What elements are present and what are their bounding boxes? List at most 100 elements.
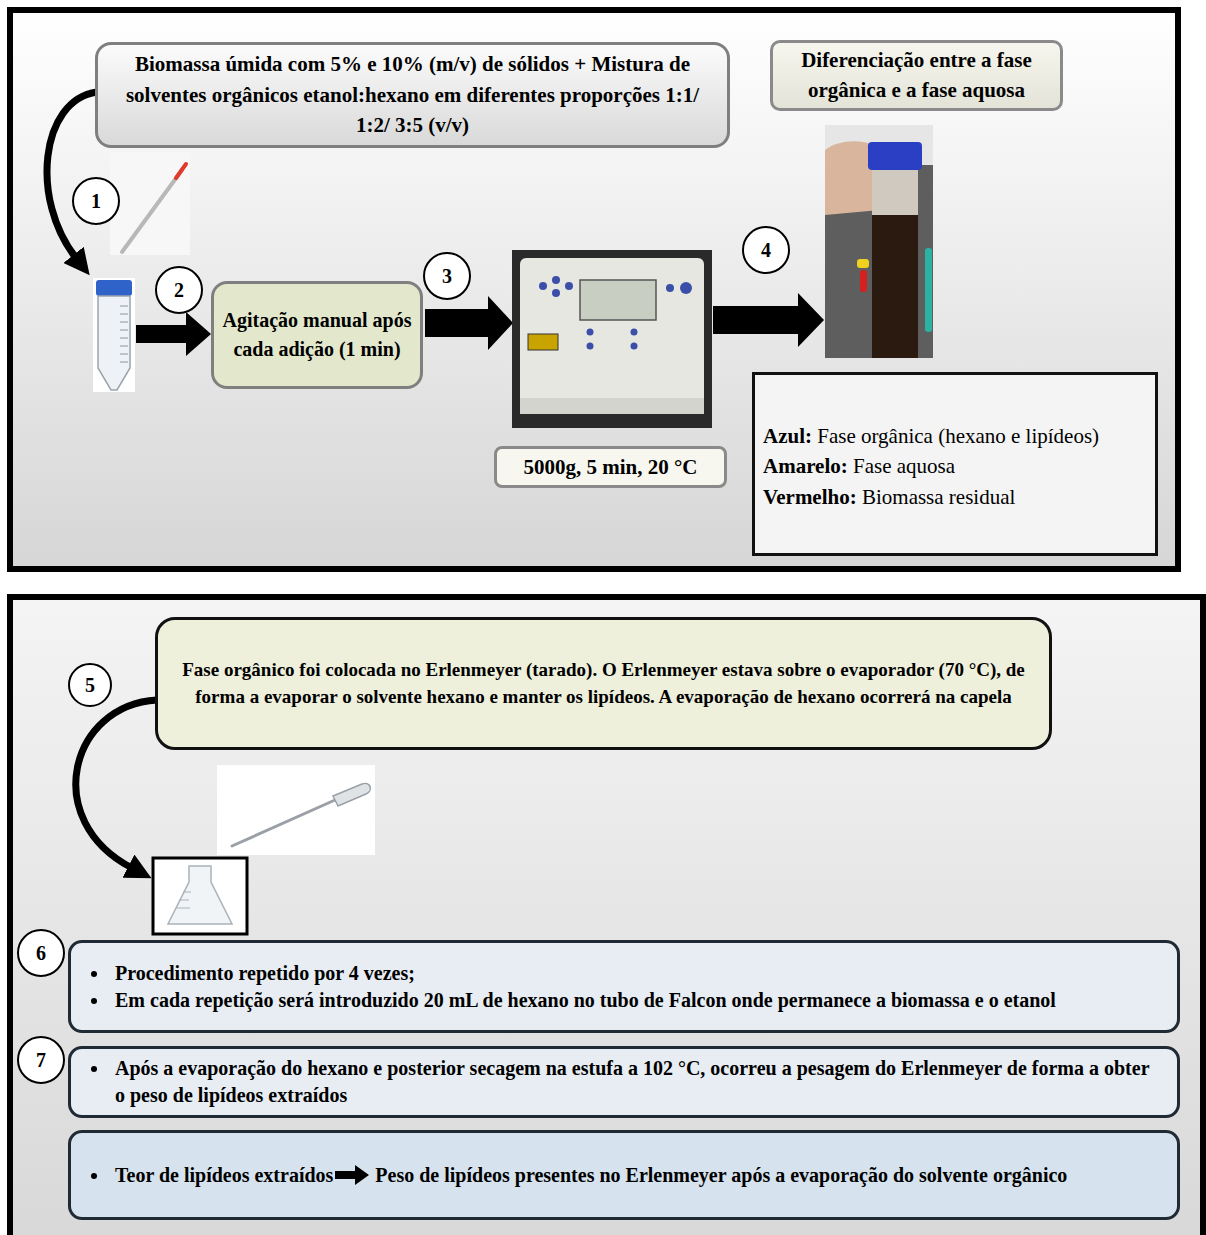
text-row: Agitação manual após cada adição (1 min) (222, 306, 412, 364)
button (552, 276, 560, 284)
picture-ground (110, 152, 190, 255)
box-text: Agitação manual após cada adição (1 min) (223, 309, 412, 360)
button (666, 284, 674, 292)
box-text: Teor de lipídeos extraídos (115, 1164, 333, 1186)
flask-graduation (176, 892, 191, 908)
tube-top (872, 170, 918, 215)
step-number: 2 (155, 266, 203, 314)
note-box: Diferenciação entre a fase orgânica e a … (770, 40, 1063, 111)
pipette-picture (217, 765, 375, 855)
centrifuge-buttons (539, 276, 692, 350)
picture-ground (93, 278, 135, 392)
box-text: Procedimento repetido por 4 vezes; (115, 962, 415, 984)
pipette-body (232, 800, 335, 846)
step-number: 7 (17, 1036, 65, 1084)
tube-body (98, 296, 130, 390)
yellow-mark (857, 259, 869, 268)
centrifuge-label (528, 334, 558, 350)
box-text: Em cada repetição será introduzido 20 mL… (115, 989, 1056, 1011)
text-row: 7 (36, 1050, 46, 1070)
text-row: Procedimento repetido por 4 vezes; (85, 960, 1163, 987)
picture-frame (153, 858, 247, 934)
step-number: 1 (72, 177, 120, 225)
bullet-dot (91, 1173, 97, 1179)
step-number-text: 4 (761, 239, 771, 261)
bullet-dot (91, 971, 97, 977)
button (680, 282, 692, 294)
step-number-text: 1 (91, 190, 101, 212)
text-row: Azul:Fase orgânica (hexano e lipídeos) (763, 421, 1147, 451)
bottom-panel (10, 597, 1203, 1235)
teal-mark (925, 248, 932, 332)
pipette-bulb (333, 783, 370, 806)
text-row: Fase orgânico foi colocada no Erlenmeyer… (180, 657, 1027, 711)
step-number: 3 (423, 252, 471, 300)
curved-arrow (47, 92, 97, 258)
button (587, 329, 594, 336)
tube-photo (825, 125, 933, 358)
tube-cap (868, 142, 922, 170)
bullet-dot (91, 998, 97, 1004)
text-row: Teor de lipídeos extraídosPeso de lipíde… (85, 1162, 1163, 1189)
process-box: Fase orgânico foi colocada no Erlenmeyer… (155, 617, 1052, 750)
centrifuge-frame (512, 250, 712, 428)
key-text: Fase aquosa (853, 454, 955, 478)
step-number-text: 5 (85, 674, 95, 696)
phase-key-box: Azul:Fase orgânica (hexano e lipídeos)Am… (752, 372, 1158, 556)
centrifuge-face (520, 258, 704, 414)
button (552, 289, 560, 297)
block-arrow (136, 312, 211, 356)
box-text: 5000g, 5 min, 20 °C (523, 455, 697, 479)
arrow-shape (335, 1165, 369, 1185)
text-row: Amarelo:Fase aquosa (763, 451, 1147, 481)
centrifuge-display (580, 280, 656, 320)
condition-box: 5000g, 5 min, 20 °C (494, 446, 727, 488)
flask (168, 866, 232, 924)
picture-ground (217, 765, 375, 855)
button (631, 343, 638, 350)
text-row: 4 (761, 240, 771, 260)
input-box: Biomassa úmida com 5% e 10% (m/v) de sól… (95, 42, 730, 148)
key-label: Azul: (763, 424, 812, 448)
centrifuge-picture (512, 250, 712, 428)
button (565, 282, 573, 290)
step-number: 4 (742, 226, 790, 274)
bullet-dot (91, 1066, 97, 1072)
step-number: 6 (17, 929, 65, 977)
text-row: Biomassa úmida com 5% e 10% (m/v) de sól… (108, 49, 717, 140)
falcon-tube (93, 278, 135, 392)
tube-graduation (120, 306, 128, 362)
pipette-picture (110, 152, 190, 255)
step-number-text: 6 (36, 942, 46, 964)
text-row: Diferenciação entre a fase orgânica e a … (781, 45, 1052, 106)
text-row: Em cada repetição será introduzido 20 mL… (85, 987, 1163, 1014)
pipette-body (122, 170, 182, 252)
red-mark (860, 270, 867, 292)
box-text: Fase orgânico foi colocada no Erlenmeyer… (182, 659, 1025, 707)
tube-liquid (872, 215, 918, 358)
button (539, 282, 547, 290)
step-number: 5 (68, 663, 112, 707)
text-row: 1 (91, 191, 101, 211)
bullet-box: Procedimento repetido por 4 vezes; Em cad… (68, 940, 1180, 1033)
text-row: 5000g, 5 min, 20 °C (505, 452, 716, 482)
step-number-text: 2 (174, 279, 184, 301)
box-text: Diferenciação entre a fase orgânica e a … (801, 48, 1032, 102)
text-row: Vermelho:Biomassa residual (763, 482, 1147, 512)
step-number-text: 3 (442, 265, 452, 287)
text-row: Após a evaporação do hexano e posterior … (85, 1055, 1163, 1108)
step-number-text: 7 (36, 1049, 46, 1071)
curved-arrow (76, 700, 157, 868)
text-row: 5 (85, 675, 95, 695)
block-arrow (425, 296, 513, 350)
block-arrow (713, 293, 824, 347)
erlenmeyer-picture (153, 858, 247, 934)
key-text: Fase orgânica (hexano e lipídeos) (817, 424, 1099, 448)
box-text: Biomassa úmida com 5% e 10% (m/v) de sól… (126, 52, 699, 137)
text-row: 6 (36, 943, 46, 963)
top-panel (10, 10, 1178, 569)
photo-ground (825, 125, 933, 358)
text-row: 3 (442, 266, 452, 286)
key-label: Vermelho: (763, 485, 857, 509)
result-box: Teor de lipídeos extraídosPeso de lipíde… (68, 1130, 1180, 1220)
